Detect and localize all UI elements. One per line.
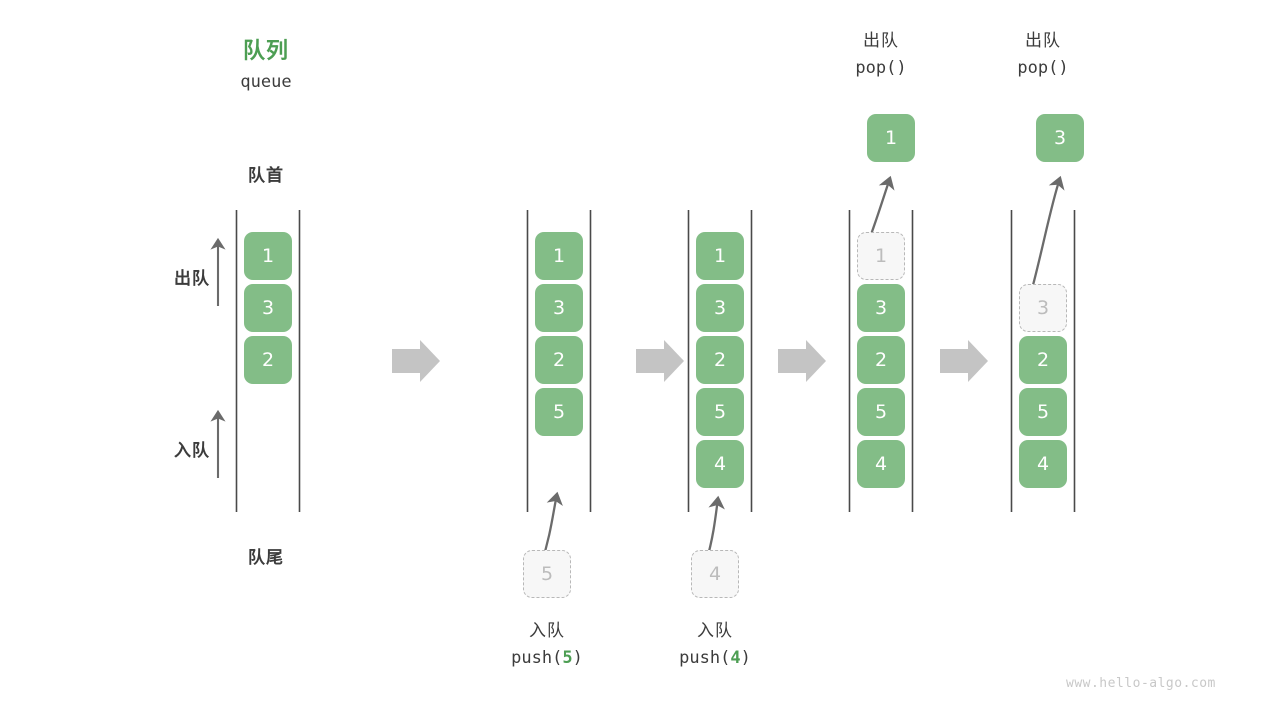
- push-4-caption: 入队 push(4): [630, 618, 800, 672]
- queue-cell: 4: [1019, 440, 1067, 488]
- enqueue-label: 入队: [174, 441, 210, 461]
- push-5-caption-cn: 入队: [529, 621, 565, 641]
- queue-cell: 2: [857, 336, 905, 384]
- push-5-code-suffix: ): [572, 648, 583, 668]
- watermark: www.hello-algo.com: [1066, 676, 1216, 691]
- queue-cell: 5: [857, 388, 905, 436]
- push-4-caption-cn: 入队: [697, 621, 733, 641]
- queue-cell: 2: [535, 336, 583, 384]
- popped-cell-3: 3: [1036, 114, 1084, 162]
- ghost-cell-push-5: 5: [523, 550, 571, 598]
- queue-cell: 4: [857, 440, 905, 488]
- step-arrow-2: [636, 340, 684, 382]
- queue-cell: 1: [535, 232, 583, 280]
- queue-cell: 2: [696, 336, 744, 384]
- push-4-code-prefix: push(: [679, 648, 731, 668]
- step-arrow-1: [392, 340, 440, 382]
- dequeue-label: 出队: [174, 269, 210, 289]
- push-4-code-num: 4: [730, 648, 741, 668]
- queue-cell: 3: [535, 284, 583, 332]
- pop-3-caption-cn: 出队: [1025, 31, 1061, 51]
- pop-3-code-prefix: pop(: [1017, 58, 1059, 78]
- queue-cell: 2: [244, 336, 292, 384]
- pop-1-caption-code: pop(): [796, 54, 966, 82]
- popped-cell-1: 1: [867, 114, 915, 162]
- ghost-cell-push-4: 4: [691, 550, 739, 598]
- queue-cell: 1: [244, 232, 292, 280]
- ghost-cell-pop-3: 3: [1019, 284, 1067, 332]
- queue-cell: 3: [857, 284, 905, 332]
- push-4-code-suffix: ): [740, 648, 751, 668]
- queue-cell-new: 5: [535, 388, 583, 436]
- push-5-code-num: 5: [562, 648, 573, 668]
- queue-cell-new: 4: [696, 440, 744, 488]
- queue-cell: 2: [1019, 336, 1067, 384]
- push-5-caption-code: push(5): [462, 644, 632, 672]
- pop-1-code-prefix: pop(: [855, 58, 897, 78]
- queue-head-label: 队首: [248, 166, 284, 186]
- queue-cell: 3: [696, 284, 744, 332]
- step-arrow-4: [940, 340, 988, 382]
- diagram-title-cn: 队列: [242, 39, 289, 64]
- push-4-caption-code: push(4): [630, 644, 800, 672]
- push-5-code-prefix: push(: [511, 648, 563, 668]
- queue-cell: 1: [696, 232, 744, 280]
- diagram-title-en: queue: [240, 72, 292, 92]
- pop-3-code-suffix: ): [1058, 58, 1069, 78]
- pop-1-caption: 出队 pop(): [796, 28, 966, 82]
- pop-1-caption-cn: 出队: [863, 31, 899, 51]
- pop-3-caption: 出队 pop(): [958, 28, 1128, 82]
- queue-cell: 5: [1019, 388, 1067, 436]
- queue-cell: 3: [244, 284, 292, 332]
- queue-tail-label: 队尾: [248, 548, 284, 568]
- queue-cell: 5: [696, 388, 744, 436]
- push-5-caption: 入队 push(5): [462, 618, 632, 672]
- pop-1-code-suffix: ): [896, 58, 907, 78]
- pop-3-caption-code: pop(): [958, 54, 1128, 82]
- pop-3-arrow: [1027, 175, 1065, 301]
- ghost-cell-pop-1: 1: [857, 232, 905, 280]
- step-arrow-3: [778, 340, 826, 382]
